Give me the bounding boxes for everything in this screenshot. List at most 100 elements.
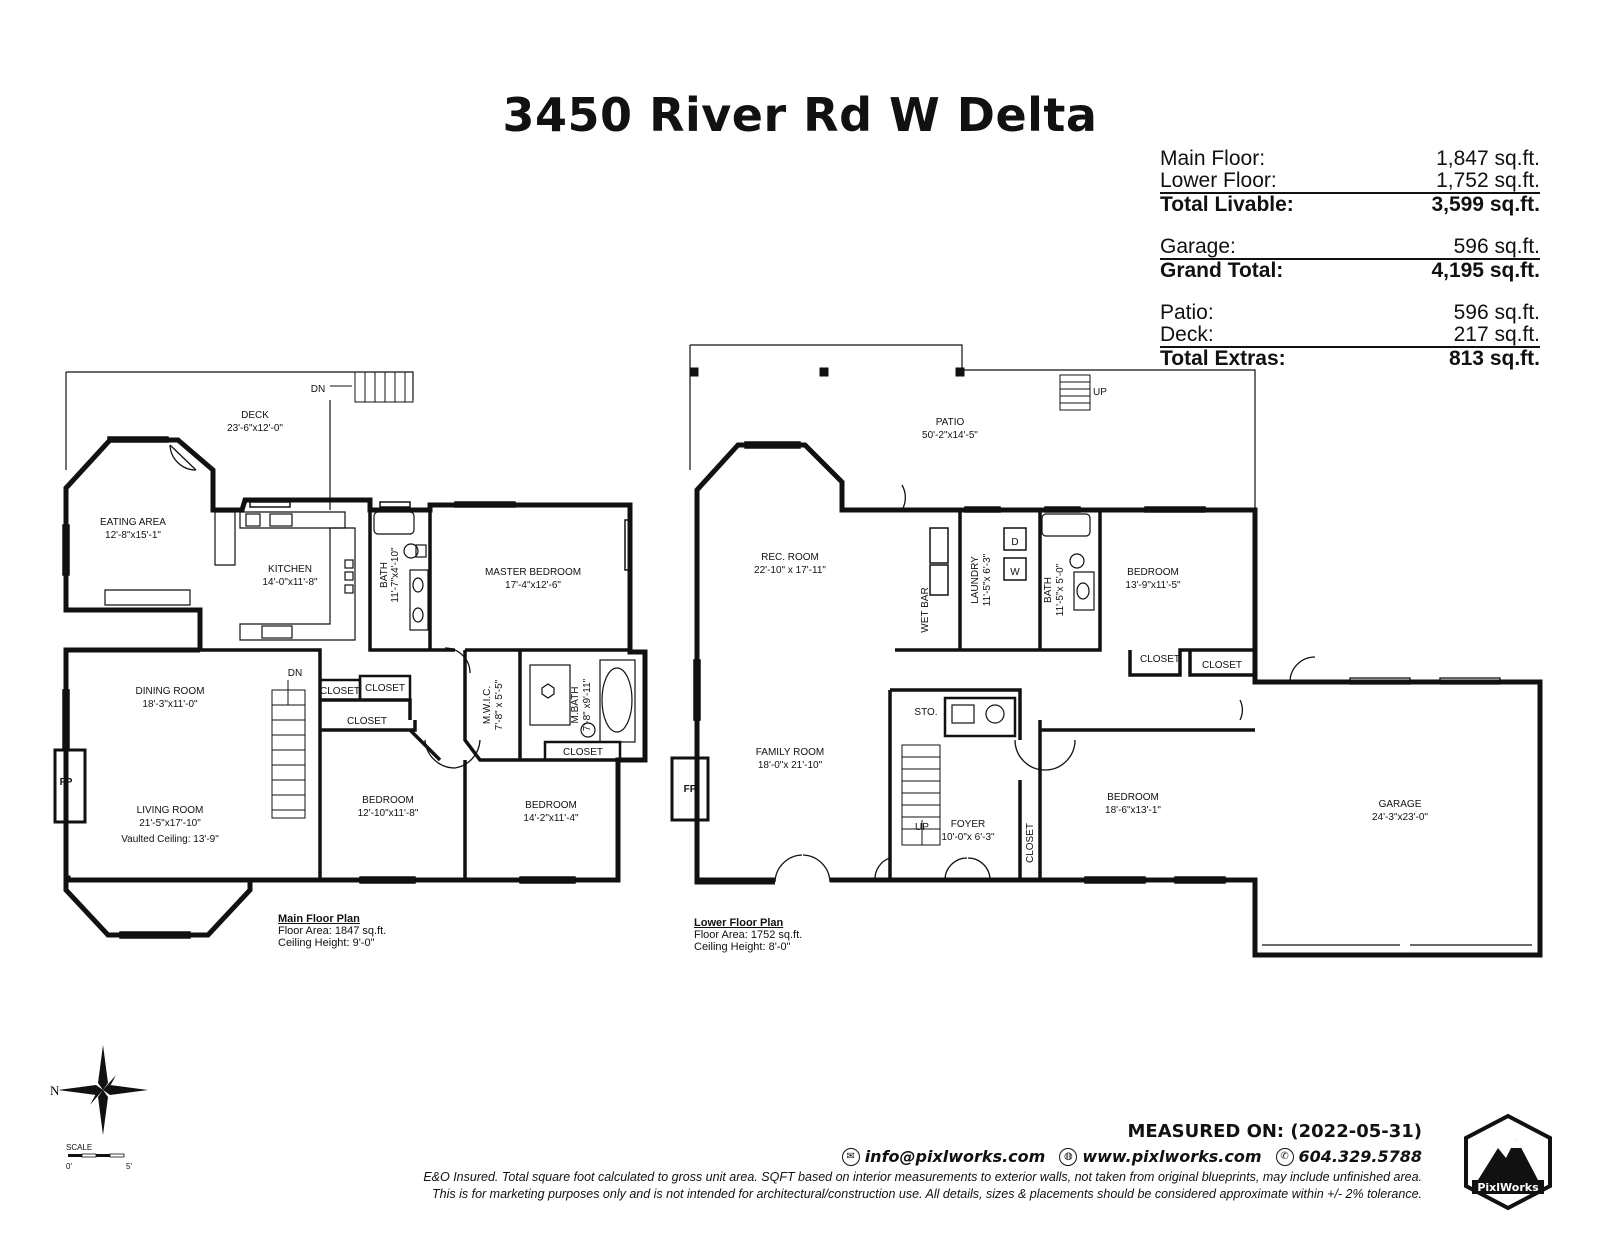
svg-text:BEDROOM: BEDROOM	[1127, 567, 1179, 578]
area-label: Total Livable:	[1160, 193, 1294, 216]
svg-text:DN: DN	[311, 384, 325, 395]
svg-text:LIVING ROOM: LIVING ROOM	[137, 805, 204, 816]
deck-stairs	[330, 371, 414, 403]
main-floor-doors	[169, 444, 481, 769]
svg-text:MASTER BEDROOM: MASTER BEDROOM	[485, 567, 581, 578]
svg-text:PATIO: PATIO	[936, 417, 965, 428]
svg-text:7'-8" x 5'-5": 7'-8" x 5'-5"	[494, 679, 505, 730]
area-value: 1,847 sq.ft.	[1436, 147, 1540, 170]
svg-text:FP: FP	[60, 777, 73, 788]
lower-floor-interior-walls	[888, 510, 1255, 880]
area-label: Lower Floor:	[1160, 169, 1277, 192]
main-floor-windows	[62, 436, 632, 939]
lower-floor-labels: PATIO 50'-2"x14'-5" REC. ROOM 22'-10" x …	[684, 387, 1429, 863]
contact-bar: ✉info@pixlworks.com ◍www.pixlworks.com ✆…	[841, 1147, 1422, 1166]
area-row: Total Extras: 813 sq.ft.	[1160, 346, 1540, 370]
area-value: 813 sq.ft.	[1448, 347, 1540, 370]
area-row: Patio: 596 sq.ft.	[1160, 302, 1540, 324]
scale-end: 5'	[126, 1162, 132, 1171]
lower-floor-caption: Lower Floor Plan Floor Area: 1752 sq.ft.…	[694, 917, 802, 953]
scale-label: SCALE	[66, 1143, 93, 1152]
scale-start: 0'	[66, 1162, 72, 1171]
laundry-appliances	[929, 527, 1027, 596]
svg-text:18'-0"x 21'-10": 18'-0"x 21'-10"	[758, 760, 823, 771]
area-value: 217 sq.ft.	[1453, 323, 1540, 346]
area-row: Total Livable: 3,599 sq.ft.	[1160, 192, 1540, 216]
area-label: Total Extras:	[1160, 347, 1286, 370]
area-summary-table: Main Floor:1,847 sq.ft.Lower Floor:1,752…	[1160, 148, 1540, 390]
phone-icon: ✆	[1275, 1147, 1294, 1166]
svg-text:11'-5"x 6'-3": 11'-5"x 6'-3"	[982, 553, 993, 606]
patio-stairs	[1059, 374, 1091, 411]
garage-doors	[1262, 677, 1532, 946]
area-value: 596 sq.ft.	[1453, 301, 1540, 324]
svg-text:17'-4"x12'-6": 17'-4"x12'-6"	[505, 580, 561, 591]
svg-text:21'-5"x17'-10": 21'-5"x17'-10"	[139, 818, 201, 829]
svg-text:12'-10"x11'-8": 12'-10"x11'-8"	[358, 808, 419, 819]
svg-text:FP: FP	[684, 784, 697, 795]
living-room-bay-wall	[63, 860, 253, 938]
svg-text:7'-8" x9'-11": 7'-8" x9'-11"	[582, 678, 593, 731]
area-row: Deck: 217 sq.ft.	[1160, 324, 1540, 346]
svg-text:22'-10" x 17'-11": 22'-10" x 17'-11"	[754, 565, 826, 576]
svg-text:GARAGE: GARAGE	[1379, 799, 1422, 810]
svg-text:STO.: STO.	[914, 707, 937, 718]
main-fireplace	[53, 748, 87, 824]
area-row: Lower Floor:1,752 sq.ft.	[1160, 170, 1540, 192]
area-value: 3,599 sq.ft.	[1431, 193, 1540, 216]
svg-text:BEDROOM: BEDROOM	[1107, 792, 1159, 803]
main-floor-caption-title: Main Floor Plan	[278, 913, 360, 925]
main-floor-ceiling: Ceiling Height: 9'-0"	[278, 937, 375, 949]
patio-outline	[690, 344, 1256, 510]
svg-text:18'-6"x13'-1": 18'-6"x13'-1"	[1105, 805, 1161, 816]
area-label: Garage:	[1160, 235, 1236, 258]
main-floor-closets	[318, 674, 622, 762]
email-link[interactable]: info@pixlworks.com	[864, 1147, 1046, 1166]
north-compass-icon: N	[50, 1045, 148, 1135]
svg-text:Vaulted Ceiling: 13'-9": Vaulted Ceiling: 13'-9"	[121, 834, 219, 845]
phone-link[interactable]: 604.329.5788	[1298, 1147, 1422, 1166]
main-floor-stairs	[271, 680, 306, 819]
main-bath-fixtures	[373, 511, 429, 631]
lower-floor-doors	[774, 484, 1316, 883]
svg-text:14'-0"x11'-8": 14'-0"x11'-8"	[262, 577, 318, 588]
lower-floor-area: Floor Area: 1752 sq.ft.	[694, 929, 803, 941]
lower-floor-stairs	[901, 744, 941, 846]
main-floor-caption: Main Floor Plan Floor Area: 1847 sq.ft. …	[278, 913, 386, 949]
area-value: 596 sq.ft.	[1453, 235, 1540, 258]
disclaimer-line-1: E&O Insured. Total square foot calculate…	[423, 1170, 1422, 1184]
scale-bar: SCALE 0' 5'	[66, 1143, 136, 1171]
area-label: Deck:	[1160, 323, 1214, 346]
svg-text:BEDROOM: BEDROOM	[525, 800, 577, 811]
svg-text:BATH: BATH	[379, 562, 390, 588]
svg-text:BATH: BATH	[1043, 577, 1054, 603]
svg-text:D: D	[1011, 537, 1018, 548]
svg-text:DN: DN	[288, 668, 302, 679]
svg-text:REC. ROOM: REC. ROOM	[761, 552, 819, 563]
svg-text:N: N	[50, 1083, 60, 1098]
area-group-extras: Patio:596 sq.ft.Deck:217 sq.ft.Total Ext…	[1160, 302, 1540, 370]
svg-text:10'-0"x 6'-3": 10'-0"x 6'-3"	[941, 832, 995, 843]
svg-text:14'-2"x11'-4": 14'-2"x11'-4"	[523, 813, 579, 824]
svg-text:UP: UP	[915, 822, 929, 833]
svg-text:M.BATH: M.BATH	[570, 686, 581, 723]
svg-text:18'-3"x11'-0": 18'-3"x11'-0"	[142, 699, 198, 710]
svg-text:24'-3"x23'-0": 24'-3"x23'-0"	[1372, 812, 1428, 823]
area-label: Patio:	[1160, 301, 1214, 324]
lower-floor-caption-title: Lower Floor Plan	[694, 917, 784, 929]
svg-text:CLOSET: CLOSET	[1140, 654, 1180, 665]
svg-text:CLOSET: CLOSET	[320, 686, 360, 697]
website-link[interactable]: www.pixlworks.com	[1082, 1147, 1262, 1166]
svg-text:11'-5"x 5'-0": 11'-5"x 5'-0"	[1055, 563, 1066, 616]
svg-text:BEDROOM: BEDROOM	[362, 795, 414, 806]
disclaimer-line-2: This is for marketing purposes only and …	[432, 1187, 1422, 1201]
area-row: Main Floor:1,847 sq.ft.	[1160, 148, 1540, 170]
svg-text:23'-6"x12'-0": 23'-6"x12'-0"	[227, 423, 283, 434]
svg-text:UP: UP	[1093, 387, 1107, 398]
svg-text:50'-2"x14'-5": 50'-2"x14'-5"	[922, 430, 978, 441]
area-group-grand: Garage:596 sq.ft.Grand Total:4,195 sq.ft…	[1160, 236, 1540, 282]
email-icon: ✉	[841, 1147, 860, 1166]
pixlworks-logo: PixlWorks	[1464, 1113, 1552, 1211]
svg-text:WET BAR: WET BAR	[920, 587, 931, 632]
svg-text:DINING ROOM: DINING ROOM	[136, 686, 205, 697]
